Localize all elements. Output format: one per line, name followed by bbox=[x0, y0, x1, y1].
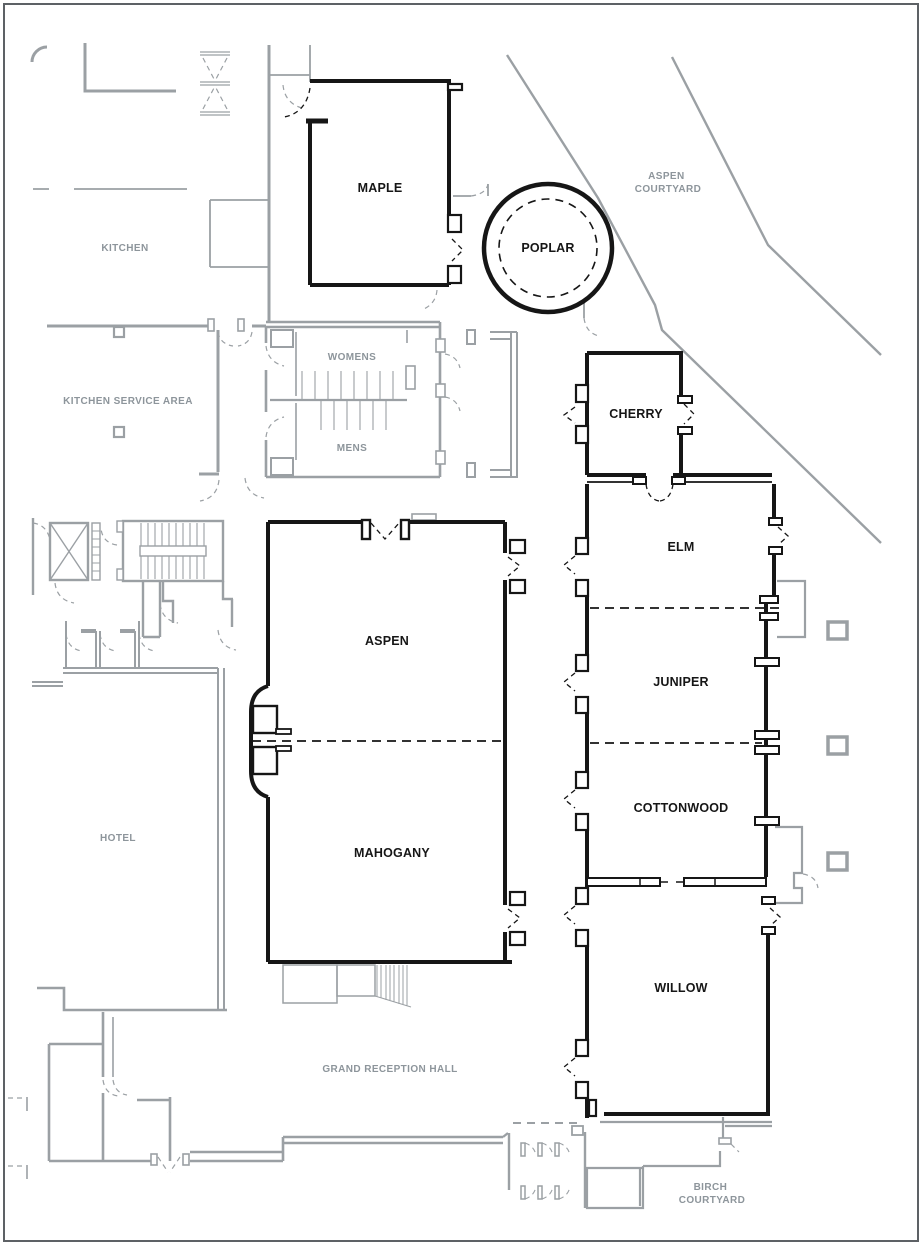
entry-vestibule bbox=[507, 1122, 587, 1208]
column-kitchen-2 bbox=[112, 425, 126, 439]
labels: MAPLE POPLAR CHERRY ELM JUNIPER COTTONWO… bbox=[63, 171, 745, 1206]
page-border bbox=[3, 3, 919, 1242]
room-poplar bbox=[481, 181, 615, 315]
room-label-mahogany: MAHOGANY bbox=[354, 846, 430, 860]
elevator bbox=[48, 521, 90, 582]
area-label-mens: MENS bbox=[337, 443, 368, 454]
corridor-screen-wall bbox=[466, 303, 600, 478]
area-label-grand-reception: GRAND RECEPTION HALL bbox=[322, 1064, 457, 1075]
hotel-walls bbox=[32, 621, 237, 1010]
room-label-maple: MAPLE bbox=[358, 181, 403, 195]
area-label-hotel: HOTEL bbox=[100, 833, 136, 844]
room-label-elm: ELM bbox=[668, 540, 695, 554]
exterior-columns bbox=[826, 620, 849, 872]
room-label-aspen: ASPEN bbox=[365, 634, 409, 648]
room-label-cottonwood: COTTONWOOD bbox=[634, 801, 729, 815]
courtyard-paths bbox=[505, 54, 882, 544]
lower-left-rooms bbox=[8, 986, 285, 1179]
room-label-juniper: JUNIPER bbox=[653, 675, 709, 689]
aspen-courtyard-line1: ASPEN bbox=[648, 171, 684, 182]
bold-room-walls bbox=[249, 79, 789, 1118]
rooms-aspen-mahogany bbox=[249, 518, 527, 964]
stairs-and-elevator bbox=[31, 518, 234, 639]
gray-architecture bbox=[8, 43, 882, 1210]
birch-courtyard-line2: COURTYARD bbox=[679, 1195, 746, 1206]
east-alcoves bbox=[411, 513, 819, 905]
aspen-courtyard-line2: COURTYARD bbox=[635, 184, 702, 195]
room-label-poplar: POPLAR bbox=[521, 241, 574, 255]
room-cherry bbox=[562, 351, 772, 502]
kitchen-walls bbox=[30, 43, 489, 502]
restrooms bbox=[264, 320, 461, 479]
room-label-cherry: CHERRY bbox=[609, 407, 663, 421]
area-label-aspen-courtyard: ASPEN COURTYARD bbox=[635, 171, 702, 195]
area-label-kitchen: KITCHEN bbox=[101, 243, 148, 254]
stairs bbox=[121, 519, 225, 583]
column-kitchen-1 bbox=[112, 325, 126, 339]
area-label-womens: WOMENS bbox=[328, 352, 377, 363]
area-label-kitchen-service: KITCHEN SERVICE AREA bbox=[63, 396, 193, 407]
birch-courtyard-line1: BIRCH bbox=[694, 1182, 728, 1193]
room-label-willow: WILLOW bbox=[654, 981, 707, 995]
area-label-birch-courtyard: BIRCH COURTYARD bbox=[679, 1182, 746, 1206]
rooms-elm-juniper-cottonwood-willow bbox=[562, 484, 789, 1118]
reception-walls bbox=[282, 964, 509, 1145]
birch-courtyard-walls bbox=[585, 1117, 772, 1210]
room-maple bbox=[283, 79, 464, 287]
